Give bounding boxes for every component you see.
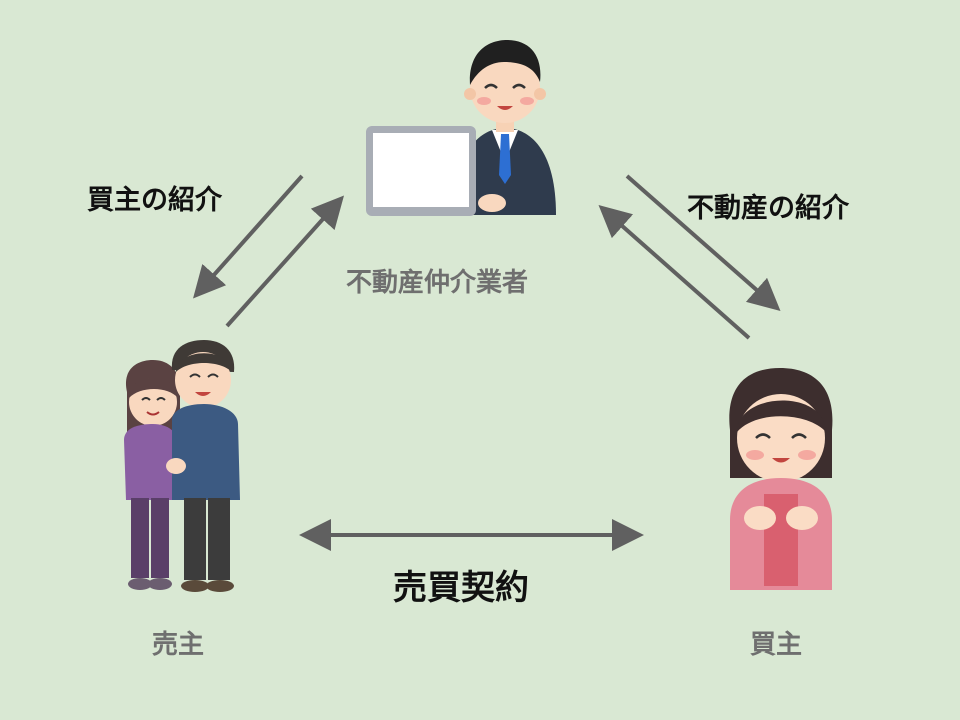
arrows xyxy=(193,174,781,551)
buyer-introduction-label: 買主の紹介 xyxy=(87,185,222,216)
contract-label: 売買契約 xyxy=(393,568,529,608)
buyer-figure-icon xyxy=(729,368,833,590)
seller-figure-icon xyxy=(124,340,240,592)
arrow-agent-to-seller xyxy=(193,174,304,299)
buyer-label: 買主 xyxy=(750,630,803,660)
arrow-seller-to-agent xyxy=(225,195,345,328)
arrow-buyer-to-agent xyxy=(598,205,751,340)
arrow-agent-to-buyer xyxy=(625,174,781,311)
property-introduction-label: 不動産の紹介 xyxy=(687,193,849,224)
seller-label: 売主 xyxy=(152,630,205,660)
agent-label: 不動産仲介業者 xyxy=(346,268,529,298)
agent-figure-icon xyxy=(366,40,556,216)
